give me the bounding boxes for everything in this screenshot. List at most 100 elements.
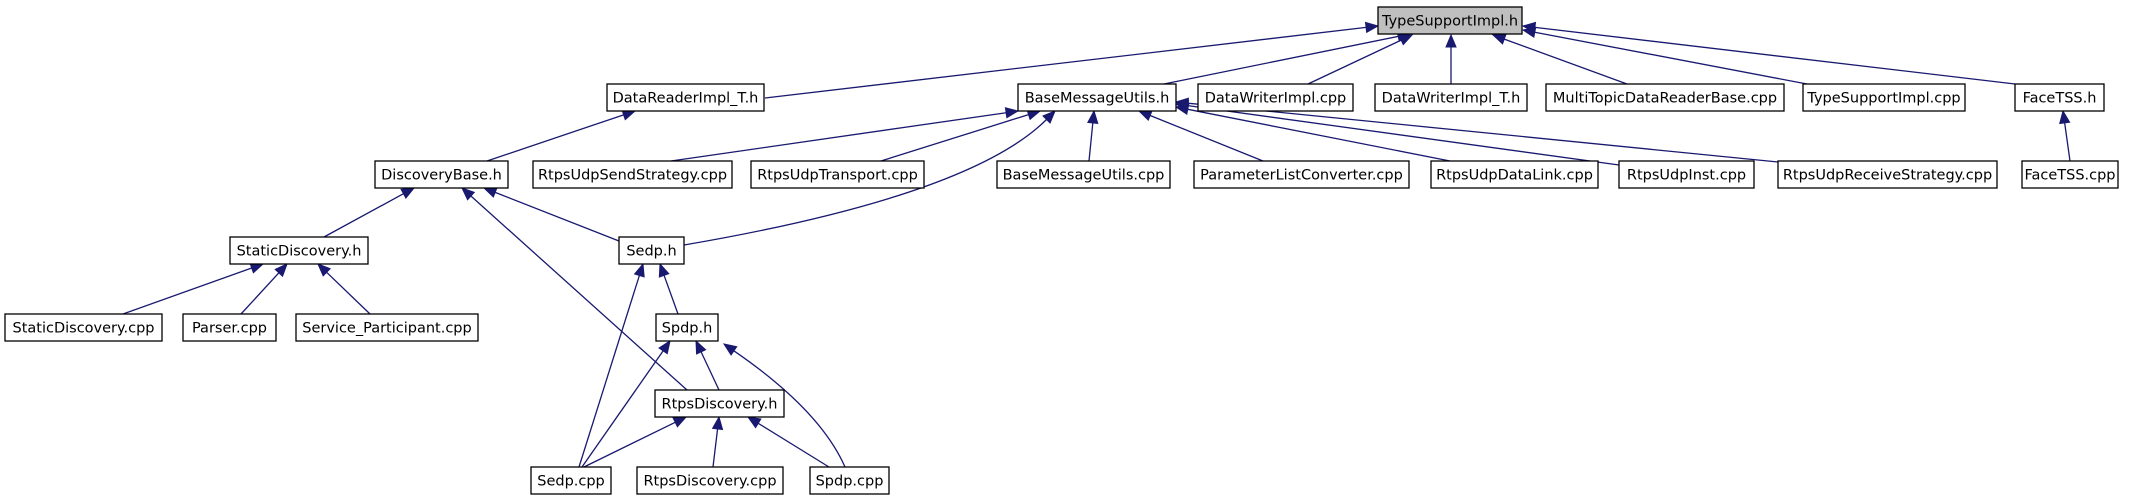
edge-line — [1149, 114, 1264, 162]
node-box — [809, 466, 890, 495]
edge-line — [1187, 102, 1779, 163]
edge-line — [880, 113, 1029, 162]
arrowhead — [695, 339, 707, 355]
node-parameterlistconverter-cpp[interactable]: ParameterListConverter.cpp — [1193, 160, 1410, 189]
arrowhead — [711, 415, 724, 431]
node-box — [636, 466, 784, 495]
edge-line — [581, 350, 664, 468]
edge-line — [1187, 108, 1451, 162]
node-datawriterimpl-cpp[interactable]: DataWriterImpl.cpp — [1197, 83, 1354, 112]
arrowhead — [746, 416, 762, 429]
node-label: TypeSupportImpl.cpp — [1806, 91, 1960, 107]
arrowhead — [1137, 110, 1153, 122]
edge-line — [2064, 122, 2071, 162]
edge-rtpsudptransport_cpp-to-basemessageutils_h — [880, 109, 1042, 162]
edge-line — [683, 119, 1047, 246]
edge-line — [712, 428, 719, 468]
node-spdp-cpp[interactable]: Spdp.cpp — [809, 466, 890, 495]
node-box — [1377, 6, 1523, 35]
node-label: FaceTSS.cpp — [2024, 168, 2115, 184]
arrowhead — [482, 187, 498, 198]
edge-line — [663, 275, 679, 315]
edge-line — [494, 191, 620, 242]
node-label: RtpsUdpDataLink.cpp — [1436, 168, 1593, 184]
node-box — [618, 236, 685, 265]
node-box — [4, 313, 163, 342]
edge-facetss_cpp-to-facetss_h — [2059, 109, 2071, 162]
node-typesupportimpl-h[interactable]: TypeSupportImpl.h — [1377, 6, 1523, 35]
node-box — [1777, 160, 1998, 189]
node-basemessageutils-cpp[interactable]: BaseMessageUtils.cpp — [996, 160, 1171, 189]
edge-sedp_h-to-discoverybase_h — [482, 187, 620, 242]
arrowhead — [1364, 21, 1380, 34]
edge-line — [670, 112, 1007, 162]
node-sedp-h[interactable]: Sedp.h — [618, 236, 685, 265]
node-label: TypeSupportImpl.h — [1381, 14, 1518, 30]
arrowhead — [658, 339, 671, 355]
edge-parser_cpp-to-staticdiscovery_h — [240, 263, 288, 315]
node-box — [530, 466, 612, 495]
edge-line — [757, 422, 830, 468]
node-datawriterimpl-t-h[interactable]: DataWriterImpl_T.h — [1374, 83, 1528, 112]
node-service-participant-cpp[interactable]: Service_Participant.cpp — [295, 313, 479, 342]
node-typesupportimpl-cpp[interactable]: TypeSupportImpl.cpp — [1802, 83, 1966, 112]
node-staticdiscovery-cpp[interactable]: StaticDiscovery.cpp — [4, 313, 163, 342]
node-facetss-h[interactable]: FaceTSS.h — [2014, 83, 2105, 112]
node-rtpsudpinst-cpp[interactable]: RtpsUdpInst.cpp — [1618, 160, 1755, 189]
edge-typesupportimpl_cpp-to-typesupportimpl_h — [1521, 26, 1808, 85]
node-box — [1618, 160, 1755, 189]
arrowhead — [722, 343, 738, 356]
arrowhead — [633, 262, 645, 278]
node-rtpsdiscovery-cpp[interactable]: RtpsDiscovery.cpp — [636, 466, 784, 495]
node-label: Sedp.h — [626, 244, 676, 260]
edge-datareaderimpl_t_h-to-typesupportimpl_h — [764, 21, 1380, 99]
arrowhead — [658, 262, 670, 278]
node-rtpsudpreceivestrategy-cpp[interactable]: RtpsUdpReceiveStrategy.cpp — [1777, 160, 1998, 189]
node-rtpsudptransport-cpp[interactable]: RtpsUdpTransport.cpp — [750, 160, 925, 189]
node-rtpsudpsendstrategy-cpp[interactable]: RtpsUdpSendStrategy.cpp — [532, 160, 733, 189]
edge-staticdiscovery_cpp-to-staticdiscovery_h — [122, 262, 265, 315]
node-facetss-cpp[interactable]: FaceTSS.cpp — [2021, 160, 2119, 189]
node-box — [1430, 160, 1599, 189]
node-basemessageutils-h[interactable]: BaseMessageUtils.h — [1017, 83, 1177, 112]
node-label: ParameterListConverter.cpp — [1200, 168, 1403, 184]
node-box — [182, 313, 277, 342]
edge-line — [578, 275, 641, 468]
edge-rtpsudpreceivestrategy_cpp-to-basemessageutils_h — [1174, 97, 1779, 163]
node-box — [532, 160, 733, 189]
node-label: Spdp.h — [662, 321, 713, 337]
node-rtpsudpdatalink-cpp[interactable]: RtpsUdpDataLink.cpp — [1430, 160, 1599, 189]
node-sedp-cpp[interactable]: Sedp.cpp — [530, 466, 612, 495]
edge-rtpsdiscovery_h-to-spdp_h — [695, 339, 720, 391]
node-label: Spdp.cpp — [816, 474, 884, 490]
node-label: Service_Participant.cpp — [302, 321, 471, 337]
edge-line — [122, 267, 252, 315]
node-datareaderimpl-t-h[interactable]: DataReaderImpl_T.h — [606, 83, 765, 112]
node-rtpsdiscovery-h[interactable]: RtpsDiscovery.h — [654, 389, 785, 418]
arrowhead — [1004, 107, 1020, 119]
edge-facetss_h-to-typesupportimpl_h — [1521, 21, 2016, 85]
edge-discoverybase_h-to-datareaderimpl_t_h — [486, 109, 637, 162]
node-multitopicdatareaderbase-cpp[interactable]: MultiTopicDataReaderBase.cpp — [1545, 83, 1785, 112]
edge-line — [323, 193, 404, 238]
arrowhead — [1491, 33, 1507, 45]
arrowhead — [1398, 34, 1414, 46]
edge-spdp_cpp-to-spdp_h — [722, 343, 846, 468]
node-box — [1017, 83, 1177, 112]
edge-sedp_cpp-to-sedp_h — [578, 262, 645, 468]
arrowhead — [672, 416, 688, 428]
edge-line — [326, 271, 371, 315]
node-discoverybase-h[interactable]: DiscoveryBase.h — [374, 160, 509, 189]
node-label: RtpsUdpSendStrategy.cpp — [538, 168, 727, 184]
edge-line — [1534, 31, 1808, 85]
node-staticdiscovery-h[interactable]: StaticDiscovery.h — [229, 236, 369, 265]
arrowhead — [317, 263, 331, 277]
node-spdp-h[interactable]: Spdp.h — [655, 313, 719, 342]
edge-rtpsdiscovery_cpp-to-rtpsdiscovery_h — [711, 415, 724, 468]
edge-parameterlistconverter_cpp-to-basemessageutils_h — [1137, 110, 1264, 162]
node-label: RtpsDiscovery.cpp — [643, 474, 776, 490]
node-label: StaticDiscovery.h — [237, 244, 362, 260]
node-parser-cpp[interactable]: Parser.cpp — [182, 313, 277, 342]
edge-spdp_cpp-to-rtpsdiscovery_h — [746, 416, 830, 468]
